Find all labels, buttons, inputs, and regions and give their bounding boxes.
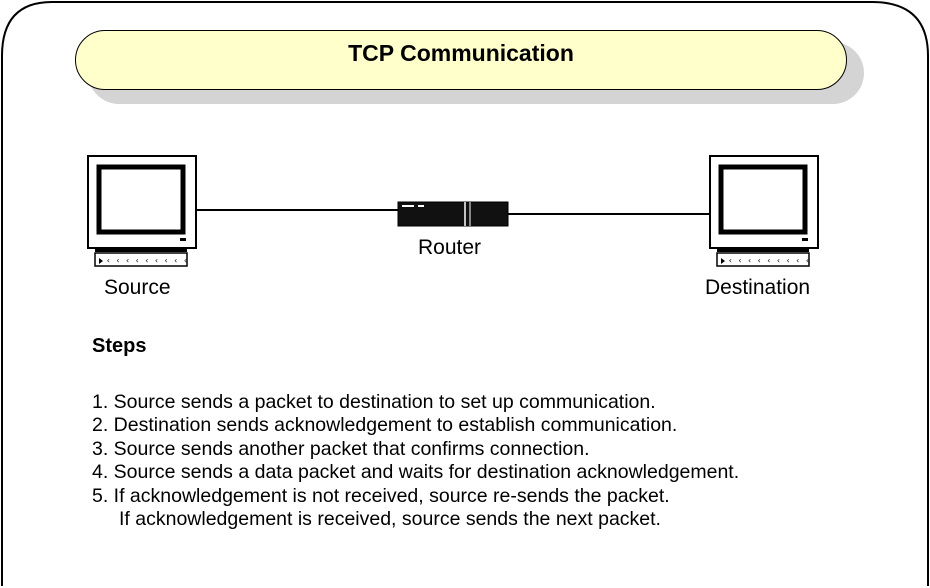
router-icon [397, 201, 509, 227]
step-item: 5. If acknowledgement is not received, s… [92, 484, 670, 507]
source-label: Source [104, 276, 171, 299]
router-label: Router [418, 236, 482, 259]
diagram-title: TCP Communication [348, 40, 574, 66]
step-item: 3. Source sends another packet that conf… [92, 437, 590, 460]
step-item: 4. Source sends a data packet and waits … [92, 461, 740, 484]
steps-list: 1. Source sends a packet to destination … [92, 391, 739, 531]
step-item: 1. Source sends a packet to destination … [92, 391, 656, 413]
svg-text:‹ ‹ ‹ ‹ ‹ ‹ ‹ ‹ ‹: ‹ ‹ ‹ ‹ ‹ ‹ ‹ ‹ ‹ [728, 256, 810, 265]
step-item-continuation: If acknowledgement is received, source s… [119, 508, 661, 531]
title-banner [75, 30, 847, 90]
source-computer-icon: ‹ ‹ ‹ ‹ ‹ ‹ ‹ ‹ ‹ [87, 155, 197, 267]
step-item: 2. Destination sends acknowledgement to … [92, 414, 678, 437]
steps-heading: Steps [92, 335, 147, 357]
destination-computer-icon: ‹ ‹ ‹ ‹ ‹ ‹ ‹ ‹ ‹ [709, 155, 819, 267]
destination-label: Destination [705, 276, 811, 299]
svg-text:‹ ‹ ‹ ‹ ‹ ‹ ‹ ‹ ‹: ‹ ‹ ‹ ‹ ‹ ‹ ‹ ‹ ‹ [106, 256, 188, 265]
